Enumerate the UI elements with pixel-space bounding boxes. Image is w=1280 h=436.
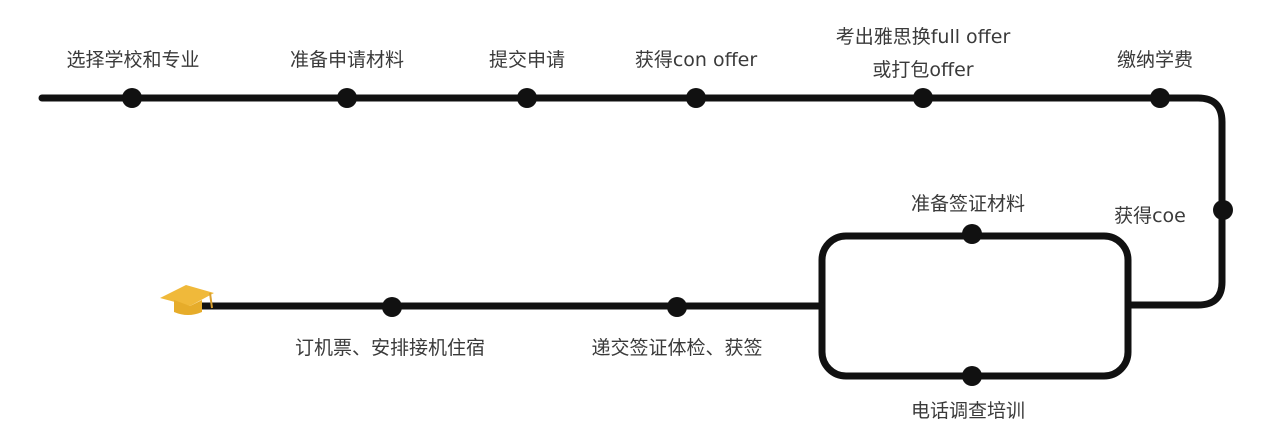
step-label: 准备签证材料 — [911, 193, 1025, 215]
node-flight — [382, 297, 402, 317]
visa-loop — [818, 232, 1132, 380]
step-label: 订机票、安排接机住宿 — [295, 337, 485, 359]
timeline-nodes — [122, 88, 1233, 386]
timeline-path — [38, 94, 1226, 380]
step-label: 考出雅思换full offer — [836, 26, 1011, 48]
graduation-cap-icon — [160, 285, 214, 315]
step-label: 选择学校和专业 — [66, 49, 199, 71]
node-full-offer — [913, 88, 933, 108]
step-label: 准备申请材料 — [290, 49, 404, 71]
node-visa-materials — [962, 224, 982, 244]
step-label: 电话调查培训 — [911, 400, 1025, 422]
step-label: 获得coe — [1114, 205, 1186, 227]
step-label: 缴纳学费 — [1117, 49, 1193, 71]
node-coe — [1213, 200, 1233, 220]
step-label: 提交申请 — [489, 49, 565, 71]
main-route — [38, 94, 1226, 309]
node-con-offer — [686, 88, 706, 108]
step-label: 或打包offer — [872, 59, 973, 81]
step-label: 递交签证体检、获签 — [591, 337, 762, 359]
step-label: 获得con offer — [635, 49, 758, 71]
node-visa-submit — [667, 297, 687, 317]
node-pay-tuition — [1150, 88, 1170, 108]
node-submit — [517, 88, 537, 108]
node-prepare-materials — [337, 88, 357, 108]
node-choose-school — [122, 88, 142, 108]
node-phone-interview — [962, 366, 982, 386]
